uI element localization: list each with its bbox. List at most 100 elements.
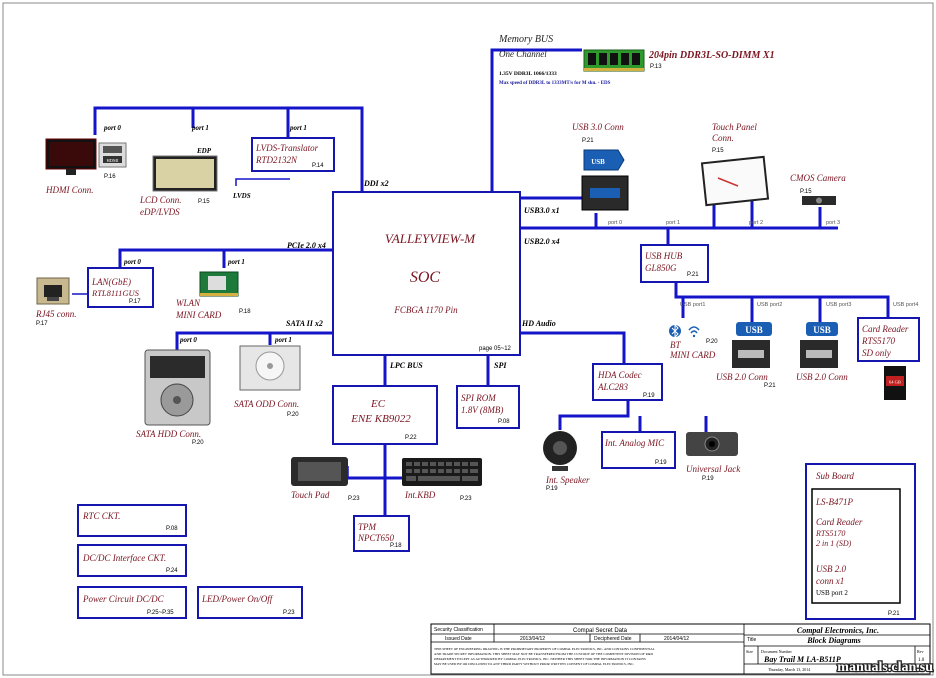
touchpad-icon	[291, 457, 348, 486]
hda-page: P.19	[643, 393, 655, 399]
usb3-port-icon	[581, 175, 629, 211]
soc-package: FCBGA 1170 Pin	[393, 305, 458, 315]
tb-deciphered-label: Deciphered Date	[594, 636, 632, 642]
subboard-usb3: USB port 2	[816, 589, 848, 597]
spi-rom-line2: 1.8V (8MB)	[461, 405, 503, 415]
cmos-camera: CMOS Camera P.15	[790, 173, 846, 205]
svg-text:USB: USB	[745, 325, 763, 335]
hard-disk-icon	[144, 349, 211, 426]
usb3-connector: USB 3.0 Conn P.21 USB	[572, 122, 629, 211]
lvds-translator-page: P.14	[312, 163, 324, 169]
hdd-port-label: port 0	[179, 336, 197, 344]
usb-hub-line1: USB HUB	[645, 251, 683, 261]
subboard-page: P.21	[888, 611, 900, 617]
tb-title: Block Diagrams	[806, 636, 861, 645]
touchpad-label: Touch Pad	[291, 490, 330, 500]
tpm-page: P.18	[390, 543, 402, 549]
touchscreen-icon	[700, 155, 770, 207]
dimm-module-icon	[583, 49, 645, 72]
kbd-page: P.23	[460, 496, 472, 502]
hda-line2: ALC283	[597, 382, 629, 392]
subboard-cr3: 2 in 1 (SD)	[816, 539, 852, 548]
card-reader-line1: Card Reader	[862, 324, 909, 334]
soc-type: SOC	[410, 269, 441, 286]
usb2-connector-a: USB USB 2.0 Conn P.21	[716, 322, 776, 389]
tpm-line1: TPM	[358, 522, 377, 532]
ddi-bus-label: DDI x2	[363, 179, 389, 188]
usb2-port3-label: port 3	[826, 220, 840, 226]
hub-port3-label: USB port3	[826, 302, 851, 308]
lan-port-label: port 0	[123, 258, 141, 266]
subboard-usb2: conn x1	[816, 576, 844, 586]
hdd-connector: SATA HDD Conn. P.20	[136, 349, 211, 446]
hda-codec-box	[592, 363, 663, 401]
camera-module-icon	[802, 196, 836, 205]
tb-docnum: Bay Trail M LA-B511P	[763, 655, 841, 664]
rtc-label: RTC CKT.	[82, 511, 120, 521]
touch-panel-page: P.15	[712, 148, 724, 154]
optical-drive-icon	[239, 345, 301, 391]
led-page: P.23	[283, 610, 295, 616]
lpc-bus-label: LPC BUS	[389, 361, 423, 370]
lvds-translator-box	[251, 137, 335, 172]
usb2b-label: USB 2.0 Conn	[796, 372, 848, 382]
tb-notice-4: MAY BE USED BY OR DISCLOSED TO ANY THIRD…	[434, 662, 634, 667]
pcie-bus-label: PCIe 2.0 x4	[287, 241, 326, 250]
usb2-port-icon-a	[732, 340, 770, 368]
odd-page: P.20	[287, 412, 299, 418]
usb3-conn-label: USB 3.0 Conn	[572, 122, 624, 132]
tb-issued-value: 2013/04/12	[520, 636, 545, 642]
odd-label: SATA ODD Conn.	[234, 399, 299, 409]
ec-page: P.22	[405, 435, 417, 441]
hub-port1-label: USB port1	[680, 302, 705, 308]
memory-spec: 1.35V DDR3L 1066/1333	[499, 71, 557, 77]
tb-sec-value: Compal Secret Data	[573, 628, 628, 634]
tb-rev: 1.0	[918, 658, 925, 663]
lcd-panel-icon	[152, 155, 218, 192]
hdmi-label: HDMI Conn.	[45, 185, 94, 195]
soc-name: VALLEYVIEW-M	[385, 231, 476, 246]
usb-hub-page: P.21	[687, 272, 699, 278]
usb2-bus-label: USB2.0 x4	[524, 237, 560, 246]
subboard-box	[805, 463, 916, 620]
jack-label: Universal Jack	[686, 464, 741, 474]
tb-notice-3: DEPARTMENT EXCEPT AS AUTHORIZED BY COMPA…	[434, 657, 646, 662]
lcd-port-label: port 1	[191, 124, 209, 132]
ec-line2: ENE KB9022	[350, 413, 411, 425]
odd-port-label: port 1	[274, 336, 292, 344]
odd-connector: SATA ODD Conn. P.20	[234, 345, 301, 418]
lan-line1: LAN(GbE)	[91, 277, 131, 287]
usb2-logo-icon-a: USB	[736, 322, 772, 336]
soc-box	[332, 191, 521, 356]
tv-monitor-icon	[45, 138, 97, 175]
tb-date: Thursday, March 13, 2014	[768, 667, 810, 673]
spi-rom-page: P.08	[498, 419, 510, 425]
usb-hub-box	[640, 244, 709, 283]
tb-company: Compal Electronics, Inc.	[797, 626, 879, 635]
speaker: Int. Speaker P.19	[543, 431, 590, 492]
usb-hub-line2: GL850G	[645, 263, 677, 273]
power-box	[77, 586, 187, 619]
lcd-label-line2: eDP/LVDS	[140, 207, 180, 217]
lcd-page: P.15	[198, 199, 210, 205]
memory-note: Max speed of DDR3L to 1333MT/s for M sku…	[499, 81, 611, 86]
card-reader-box	[857, 317, 920, 362]
memory-channel: One Channel	[499, 49, 547, 59]
usb2a-label: USB 2.0 Conn	[716, 372, 768, 382]
usb2-port-icon-b	[800, 340, 838, 368]
hda-line1: HDA Codec	[597, 370, 642, 380]
watermark: manuals.clan.su	[837, 660, 933, 675]
dcdc-page: P.24	[166, 568, 178, 574]
led-label: LED/Power On/Off	[201, 594, 274, 604]
sata-bus-label: SATA II x2	[286, 319, 323, 328]
bus-wires	[72, 48, 890, 516]
power-label: Power Circuit DC/DC	[82, 594, 165, 604]
tb-docnum-label: Document Number	[761, 649, 792, 654]
touch-panel-line1: Touch Panel	[712, 122, 757, 132]
rj45-page: P.17	[36, 321, 48, 327]
kbd-label: Int.KBD	[404, 490, 436, 500]
hdmi-logo: HDMI	[107, 158, 120, 163]
hub-port4-label: USB port4	[893, 302, 918, 308]
universal-jack: Universal Jack P.19	[686, 432, 741, 482]
